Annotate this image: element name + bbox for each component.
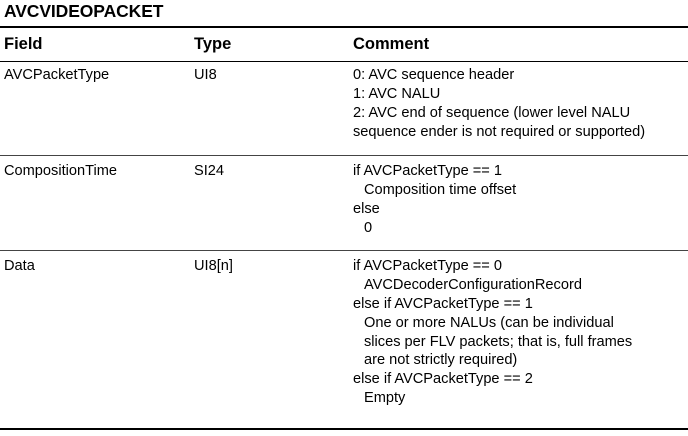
comment-line: Empty [364,390,406,407]
row-compositiontime-comment: if AVCPacketType == 1 Composition time o… [353,162,516,238]
row-avcpackettype-type: UI8 [194,67,217,83]
comment-line: One or more NALUs (can be individual [364,314,614,331]
row-data-field: Data [4,258,35,274]
row-compositiontime-type: SI24 [194,163,225,179]
comment-line: sequence ender is not required or suppor… [353,123,646,140]
comment-line: else if AVCPacketType == 2 [353,371,533,388]
row-avcpackettype-comment: 0: AVC sequence header 1: AVC NALU 2: AV… [353,66,645,142]
comment-line: 0 [364,219,373,236]
row-avcpackettype-field: AVCPacketType [4,67,110,83]
header-rule [0,61,688,62]
comment-line: if AVCPacketType == 0 [353,258,502,274]
comment-line: Composition time offset [364,181,517,198]
row-compositiontime-field: CompositionTime [4,163,118,179]
comment-line: slices per FLV packets; that is, full fr… [364,333,633,350]
row-data-comment: if AVCPacketType == 0 AVCDecoderConfigur… [353,257,632,408]
comment-line: 2: AVC end of sequence (lower level NALU [353,104,631,121]
comment-line: 1: AVC NALU [353,85,441,102]
top-rule [0,26,688,28]
comment-line: 0: AVC sequence header [353,67,515,83]
comment-line: else if AVCPacketType == 1 [353,295,533,312]
header-type: Type [194,35,232,53]
comment-line: are not strictly required) [364,352,518,369]
comment-line: else [353,200,380,217]
bottom-rule [0,428,688,430]
table-title: AVCVIDEOPACKET [4,1,164,21]
comment-line: if AVCPacketType == 1 [353,163,502,179]
comment-line: AVCDecoderConfigurationRecord [364,276,582,293]
row-divider [0,250,688,251]
header-field: Field [4,35,43,53]
header-comment: Comment [353,35,430,53]
row-data-type: UI8[n] [194,258,233,274]
row-divider [0,155,688,156]
